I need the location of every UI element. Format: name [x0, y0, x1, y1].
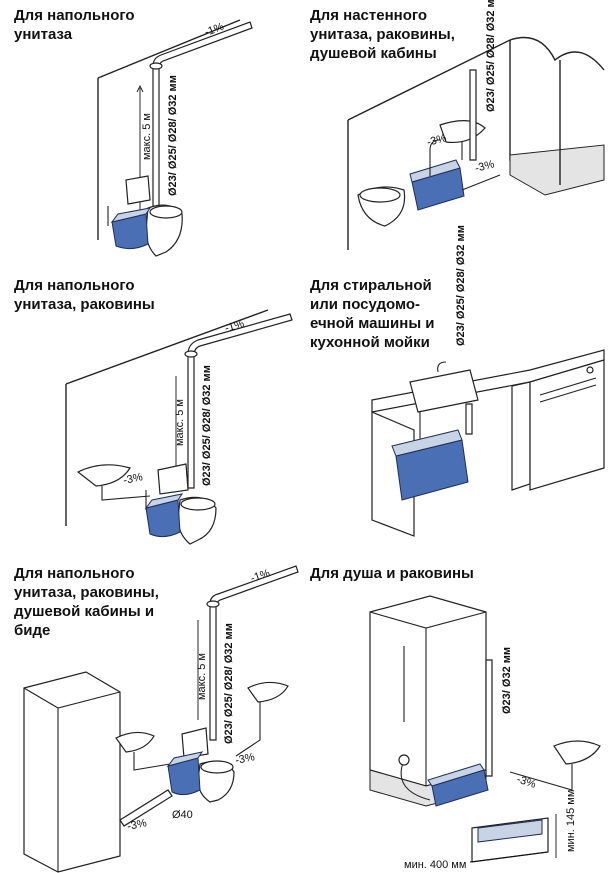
shower-inlet-line: [461, 174, 501, 191]
sink-right: [247, 681, 289, 703]
macerator-pump: [167, 757, 201, 796]
shower-drain: [398, 754, 410, 766]
panel-1-floor-toilet: -1% макс. 5 м Ø23/ Ø25/ Ø28/ Ø32 мм: [97, 19, 253, 257]
panel-6-slope-label: -3%: [515, 773, 538, 791]
shower-cabin: [369, 595, 487, 787]
panel-5-title: Для напольного унитаза, раковины, душево…: [14, 565, 159, 639]
panel-1-title: Для напольного унитаза: [14, 7, 135, 43]
dishwasher-panel-line: [539, 377, 597, 396]
toilet-seat: [200, 760, 234, 774]
riser-pipe: [485, 659, 493, 777]
panel-1-diameters-label: Ø23/ Ø25/ Ø28/ Ø32 мм: [167, 75, 179, 196]
pump-side-view-top: [477, 819, 543, 843]
panel-2-title: Для настенного унитаза, раковины, душево…: [310, 7, 455, 62]
shower-cabin-top: [369, 611, 487, 629]
macerator-pump-top: [166, 751, 204, 767]
panel-6-title: Для душа и раковины: [310, 565, 474, 582]
discharge-loop: [429, 139, 441, 176]
toilet-seat: [180, 497, 216, 511]
panel-3-title: Для напольного унитаза, раковины: [14, 277, 155, 313]
macerator-pump-top: [391, 429, 463, 457]
panel-5-height-label: макс. 5 м: [196, 653, 208, 700]
ceiling-edge: [97, 19, 241, 79]
panel-2-wall-toilet-sink-shower: Ø23/ Ø25/ Ø28/ Ø32 мм -3% -3%: [347, 0, 605, 250]
macerator-pump: [111, 213, 149, 250]
sink-left-drain: [133, 752, 171, 771]
panel-5-toilet-sink-shower-bidet: -1% макс. 5 м Ø23/ Ø25/ Ø28/ Ø32 мм -3% …: [23, 565, 299, 873]
panel-4-diameters-label: Ø23/ Ø25/ Ø28/ Ø32 мм: [455, 225, 467, 346]
panel-4-title: Для стиральной или посудомо- ечной машин…: [310, 277, 435, 351]
toilet-seat: [149, 205, 183, 219]
panel-2-diameters-label: Ø23/ Ø25/ Ø28/ Ø32 мм: [485, 0, 497, 112]
dishwasher-door-line: [539, 384, 597, 403]
pipe-elbow: [206, 600, 220, 608]
sink-basin: [553, 740, 601, 765]
cabinet-right-side: [511, 381, 531, 491]
panel-5-slope-label: -1%: [249, 567, 272, 585]
panel-2-slope-right-label: -3%: [474, 158, 496, 175]
riser-pipe: [469, 69, 477, 161]
shower-cabin-top: [23, 687, 121, 709]
kitchen-faucet: [437, 361, 447, 373]
shower-screen-top: [509, 36, 605, 71]
shower-cabin: [23, 671, 121, 873]
macerator-pump-top: [427, 763, 485, 787]
macerator-pump-top: [409, 159, 461, 183]
ceiling-edge: [65, 309, 269, 385]
sink-drain-line: [509, 764, 573, 791]
panel-3-sink-slope-label: -3%: [122, 471, 144, 487]
panel-6-diameters-label: Ø23/ Ø32 мм: [501, 647, 513, 714]
panel-6-min-height-label: мин. 145 мм: [565, 790, 577, 852]
shower-tray: [509, 144, 605, 196]
ceiling-edge: [347, 39, 511, 121]
panel-2-slope-left-label: -3%: [426, 132, 448, 149]
panel-6-min-width-label: мин. 400 мм: [404, 859, 466, 871]
panel-3-height-label: макс. 5 м: [174, 399, 186, 446]
macerator-pump: [145, 499, 181, 538]
pipe-elbow: [184, 350, 198, 358]
min-width-dimension: [469, 851, 549, 863]
wall-toilet-rim: [359, 187, 401, 203]
sink-basin: [76, 464, 131, 487]
panel-5-bidet-slope-label: -3%: [234, 751, 256, 767]
panel-4-washing-machine-kitchen-sink: Ø23/ Ø25/ Ø28/ Ø32 мм: [371, 225, 605, 537]
panel-6-shower-sink: Ø23/ Ø32 мм -3% мин. 145 мм мин. 400 мм: [369, 595, 601, 871]
macerator-pump-top: [110, 207, 152, 223]
panel-5-diameters-label: Ø23/ Ø25/ Ø28/ Ø32 мм: [223, 623, 235, 744]
sink-drain-line: [101, 486, 151, 501]
shower-drain-pipe: [119, 789, 173, 827]
panel-3-diameters-label: Ø23/ Ø25/ Ø28/ Ø32 мм: [201, 365, 213, 486]
macerator-pump-top: [144, 493, 184, 509]
kitchen-sink: [409, 369, 479, 413]
toilet-tank: [125, 175, 151, 205]
panel-5-outlet-label: Ø40: [172, 809, 193, 821]
riser-pipe: [465, 403, 473, 435]
sink-basin: [439, 120, 486, 144]
dishwasher-knob: [586, 366, 594, 374]
height-dimension-arrow: [136, 84, 144, 93]
panel-3-floor-toilet-sink: -1% макс. 5 м Ø23/ Ø25/ Ø28/ Ø32 мм -3%: [65, 309, 293, 545]
panel-3-slope-label: -1%: [224, 318, 246, 335]
sink-left: [115, 731, 155, 753]
toilet-tank: [181, 727, 209, 759]
pipe-elbow: [149, 62, 163, 70]
panel-5-shower-slope-label: -3%: [126, 817, 148, 833]
sink-right-drain: [235, 702, 261, 757]
panel-1-height-label: макс. 5 м: [141, 113, 153, 160]
toilet-tank: [157, 463, 189, 495]
